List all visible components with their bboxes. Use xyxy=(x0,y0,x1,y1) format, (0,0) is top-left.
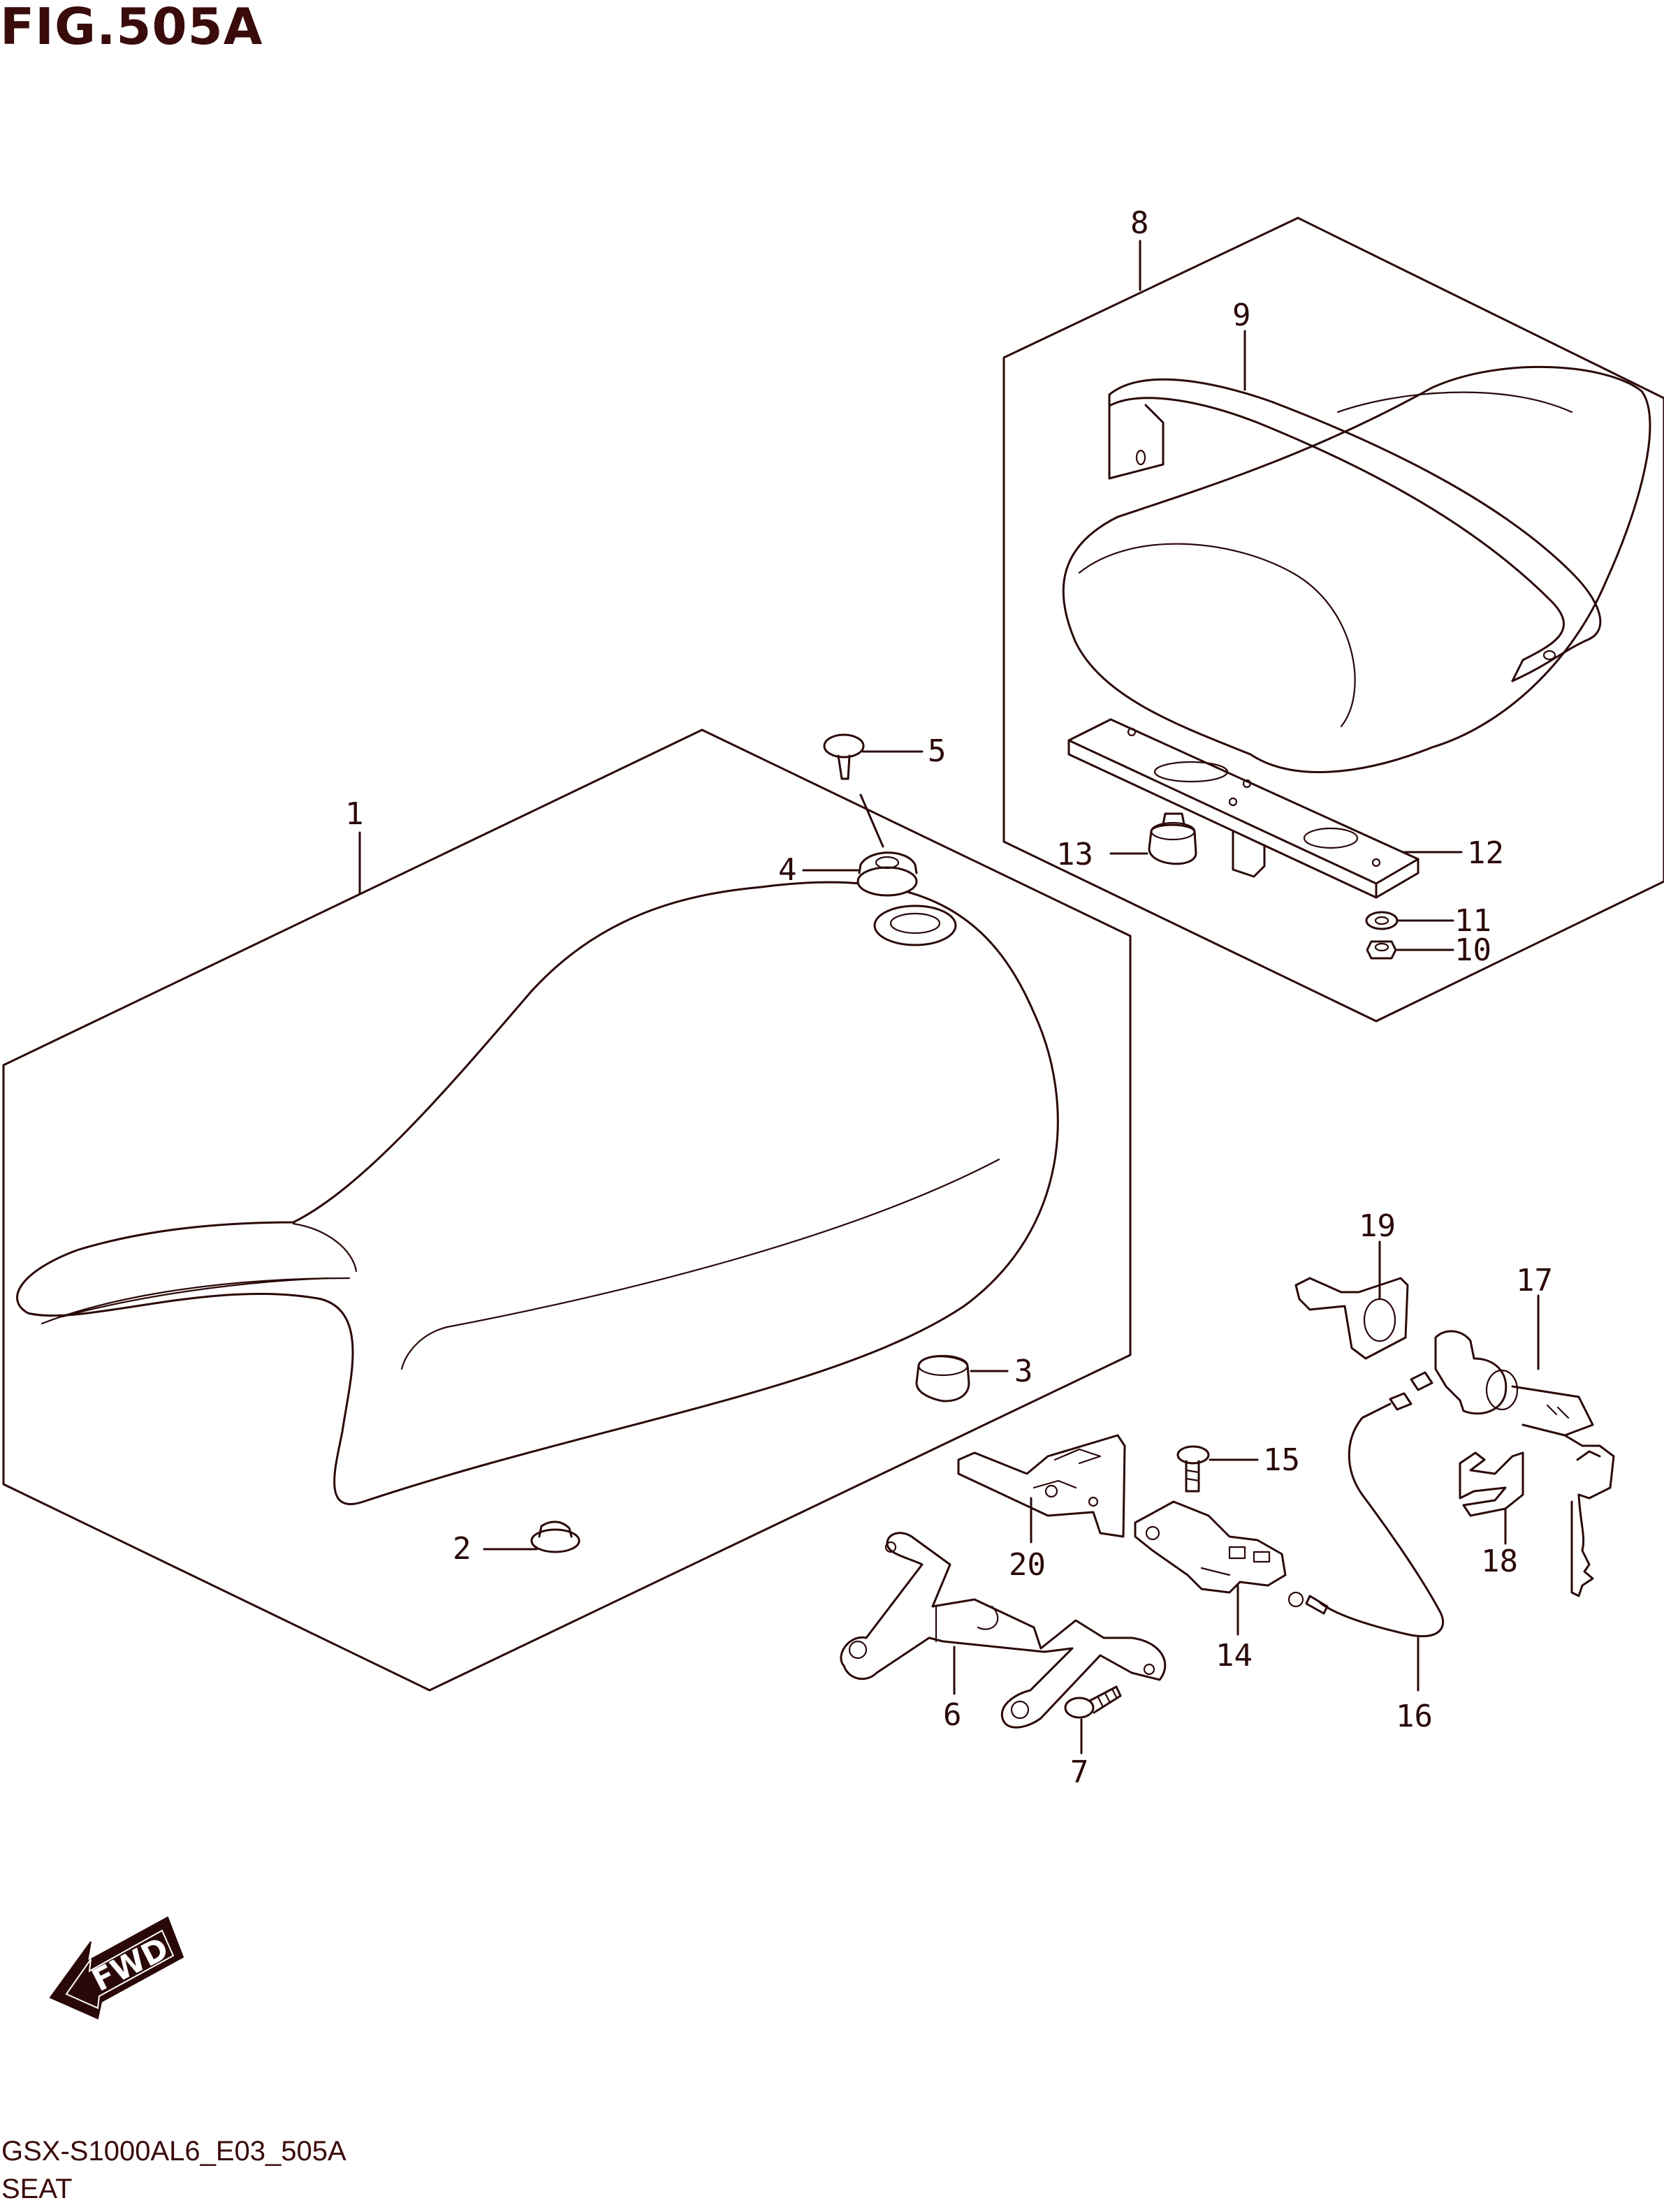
callout-8: 8 xyxy=(1130,205,1149,241)
callout-14: 14 xyxy=(1216,1638,1253,1673)
bolt-part-15 xyxy=(1176,1445,1210,1493)
leader-lines xyxy=(358,240,1540,1755)
group-outline-front-seat xyxy=(2,728,1132,1692)
figure-name: SEAT xyxy=(1,2174,73,2204)
callout-12: 12 xyxy=(1467,835,1504,871)
lock-part-17 xyxy=(1434,1330,1615,1597)
callout-7: 7 xyxy=(1070,1755,1089,1790)
front-seat-part xyxy=(16,881,1059,1505)
washer-part-11 xyxy=(1365,911,1399,930)
latch-part-14 xyxy=(1134,1500,1287,1594)
callout-11: 11 xyxy=(1454,903,1491,939)
rear-seat-part xyxy=(1062,365,1651,773)
callout-19: 19 xyxy=(1359,1208,1396,1244)
callout-5: 5 xyxy=(928,733,947,769)
group-outline-rear-seat xyxy=(1002,217,1664,1023)
callout-1: 1 xyxy=(345,796,364,832)
callout-10: 10 xyxy=(1454,932,1491,968)
figure-code: GSX-S1000AL6_E03_505A xyxy=(1,2136,346,2167)
bracket-part-19 xyxy=(1294,1277,1409,1360)
hinge-bracket-part-6 xyxy=(840,1532,1167,1729)
grommet-part-4 xyxy=(856,851,918,897)
damper-part-2 xyxy=(530,1521,581,1553)
callout-20: 20 xyxy=(1009,1547,1046,1583)
callout-18: 18 xyxy=(1481,1544,1518,1579)
bolt-part-7 xyxy=(1064,1685,1122,1719)
callout-16: 16 xyxy=(1396,1699,1433,1734)
callout-6: 6 xyxy=(943,1697,962,1733)
callout-13: 13 xyxy=(1056,837,1093,872)
seat-ring-bracket xyxy=(873,904,957,946)
cable-part-16 xyxy=(1287,1371,1445,1638)
grab-rail-part-9 xyxy=(1108,378,1602,682)
callout-2: 2 xyxy=(453,1531,472,1567)
callout-17: 17 xyxy=(1516,1263,1553,1298)
callout-4: 4 xyxy=(778,852,797,888)
callout-numbers: 1 2 3 4 5 6 7 8 9 10 11 12 13 14 15 16 1… xyxy=(345,205,1553,1790)
clip-part-18 xyxy=(1459,1451,1524,1517)
figure-title: FIG.505A xyxy=(0,0,263,56)
nut-part-10 xyxy=(1366,940,1397,960)
callout-9: 9 xyxy=(1232,298,1251,333)
bracket-part-12 xyxy=(1067,718,1419,899)
clip-part-5 xyxy=(823,733,884,848)
cushion-part-13 xyxy=(1148,812,1197,865)
callout-3: 3 xyxy=(1014,1354,1033,1389)
callout-15: 15 xyxy=(1263,1442,1300,1478)
fwd-arrow-icon: FWD xyxy=(49,1916,184,2020)
bracket-part-20 xyxy=(957,1434,1126,1538)
cushion-part-3 xyxy=(915,1354,970,1402)
